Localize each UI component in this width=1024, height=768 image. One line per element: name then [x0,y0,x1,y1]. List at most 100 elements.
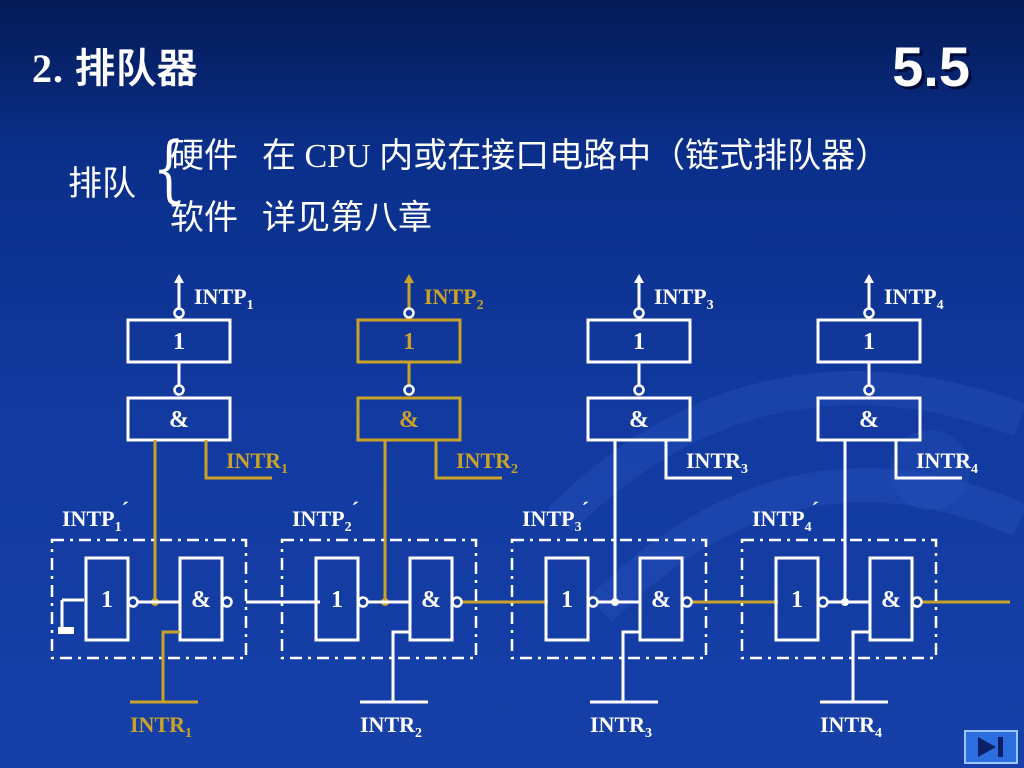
and-gate-label: & [399,407,419,433]
inverter-bubble [357,596,369,608]
chain-or-gate: 1 [544,556,590,642]
chain-or-gate: 1 [314,556,360,642]
intr-label: INTR4 [916,448,978,477]
inverter-bubble [863,384,875,396]
intr-bar-input-wire [851,630,870,702]
page-title: 2. 排队器 [32,46,198,91]
chain-and-gate-box [408,556,454,642]
intp-label: INTP2 [424,284,484,313]
queue-row-hardware: 硬件在 CPU 内或在接口电路中（链式排队器） [170,128,889,177]
or-gate: 1 [356,318,462,364]
queue-row-software: 软件详见第八章 [170,190,432,239]
intr-bar-label: INTR3 [590,712,652,741]
and-gate-label: & [859,407,879,433]
or-gate-label: 1 [863,329,875,355]
or-gate: 1 [816,318,922,364]
chain-or-gate-label: 1 [561,587,573,613]
chain-or-gate-label: 1 [331,587,343,613]
module-border [740,538,938,660]
chain-or-gate-box [84,556,130,642]
chain-and-gate-label: & [651,587,671,613]
intr-input-wire [204,440,272,480]
section-number: 5.5 [892,35,970,98]
inverter-bubble [173,384,185,396]
and-gate-label: & [629,407,649,433]
intr-bar-input-wire [391,630,410,702]
queue-row-type: 硬件 [170,138,238,175]
arrow-up-icon [174,274,184,283]
or-gate: 1 [126,318,232,364]
chain-and-gate-label: & [191,587,211,613]
intr-input-wire [664,440,732,480]
inverter-bubble [911,596,923,608]
and-gate: & [586,396,692,442]
intp-prime-label: INTP4´ [752,497,819,535]
chain-or-gate: 1 [774,556,820,642]
intp-prime-label: INTP3´ [522,497,589,535]
inverter-bubble [633,307,645,319]
arrow-up-icon [864,274,874,283]
inverter-bubble [817,596,829,608]
intp-prime-label: INTP2´ [292,497,359,535]
module-border [510,538,708,660]
chain-and-gate-box [868,556,914,642]
queue-label: 排队 [68,166,136,203]
inverter-bubble [403,307,415,319]
and-gate-label: & [169,407,189,433]
intr-label: INTR2 [456,448,518,477]
intr-label: INTR3 [686,448,748,477]
inverter-bubble [863,307,875,319]
next-end-icon [978,737,1003,757]
arrow-up-icon [634,274,644,283]
intr-input-wire [894,440,962,480]
intr-input-wire [434,440,502,480]
brace-icon: { [152,126,185,210]
chain-or-gate-label: 1 [101,587,113,613]
chain-and-gate: & [408,556,454,642]
arrow-up-icon [404,274,414,283]
queue-row-desc: 详见第八章 [262,200,432,237]
or-gate-label: 1 [633,329,645,355]
ground-icon [58,627,74,634]
intr-bar-label: INTR1 [130,712,192,741]
inverter-bubble [451,596,463,608]
and-gate-box [816,396,922,442]
and-gate: & [126,396,232,442]
chain-and-gate-box [638,556,684,642]
chain-and-gate: & [868,556,914,642]
intr-bar-label: INTR2 [360,712,422,741]
chain-and-gate-label: & [421,587,441,613]
chain-or-gate: 1 [84,556,130,642]
intp-prime-label: INTP1´ [62,497,129,535]
chain-or-gate-label: 1 [791,587,803,613]
and-gate: & [356,396,462,442]
queue-row-type: 软件 [170,200,238,237]
inverter-bubble [681,596,693,608]
chain-or-gate-box [544,556,590,642]
or-gate: 1 [586,318,692,364]
intp-label: INTP4 [884,284,944,313]
intr-bar-input-wire [161,630,180,702]
chain-and-gate-box [178,556,224,642]
or-gate-label: 1 [403,329,415,355]
inverter-bubble [173,307,185,319]
intr-bar-input-wire [621,630,640,702]
inverter-bubble [587,596,599,608]
and-gate-box [126,396,232,442]
and-gate-box [356,396,462,442]
inverter-bubble [633,384,645,396]
module-border [50,538,248,660]
chain-or-gate-box [314,556,360,642]
intp-label: INTP1 [194,284,254,313]
intr-bar-label: INTR4 [820,712,882,741]
inverter-bubble [221,596,233,608]
inverter-bubble [127,596,139,608]
chain-and-gate-label: & [881,587,901,613]
next-page-button[interactable] [964,730,1018,764]
queue-row-desc: 在 CPU 内或在接口电路中（链式排队器） [262,138,890,175]
module-border [280,538,478,660]
chain-and-gate: & [638,556,684,642]
inverter-bubble [403,384,415,396]
